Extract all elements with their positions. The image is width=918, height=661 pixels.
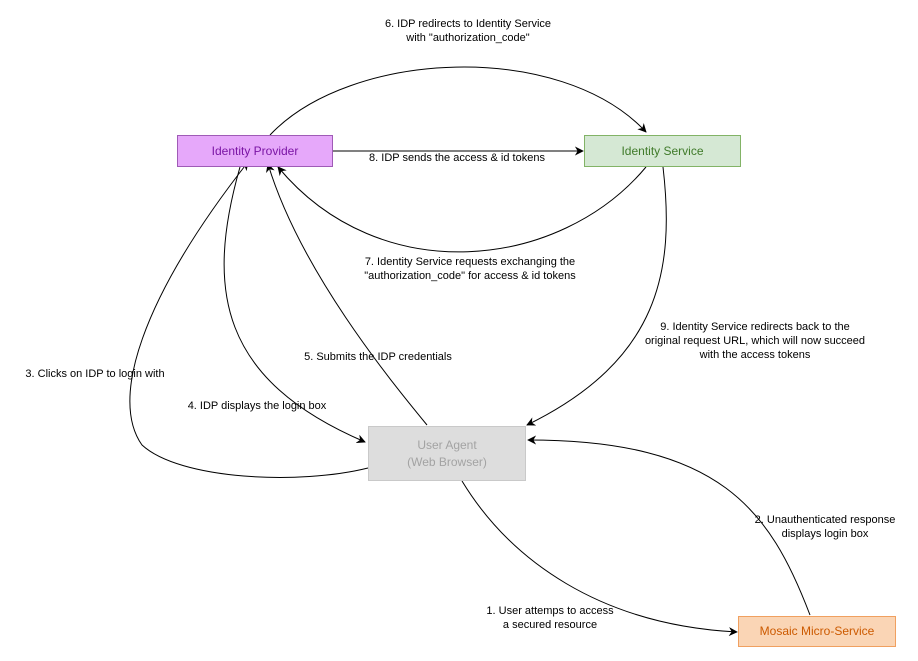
mosaic-micro-service-label: Mosaic Micro-Service <box>759 624 875 638</box>
identity-service-node[interactable]: Identity Service <box>584 135 741 167</box>
edge-4-label: 4. IDP displays the login box <box>187 400 327 412</box>
edge-1-label: 1. User attemps to access a secured reso… <box>486 605 614 631</box>
identity-service-label: Identity Service <box>621 143 704 158</box>
edge-9-label: 9. Identity Service redirects back to th… <box>644 321 866 361</box>
edge-3-arrow <box>129 161 369 478</box>
edge-3-label: 3. Clicks on IDP to login with <box>25 368 165 380</box>
edge-6-label: 6. IDP redirects to Identity Service wit… <box>384 18 552 44</box>
edge-6-arrow <box>269 66 647 136</box>
edge-9-arrow <box>526 166 667 426</box>
edge-8-label: 8. IDP sends the access & id tokens <box>369 152 545 164</box>
identity-provider-label: Identity Provider <box>211 143 299 158</box>
user-agent-sublabel: (Web Browser) <box>407 454 487 469</box>
edge-5-arrow <box>266 163 428 426</box>
edge-7-label: 7. Identity Service requests exchanging … <box>364 256 576 282</box>
edge-1-arrow <box>461 480 738 637</box>
edge-2-arrow <box>527 435 811 616</box>
edge-5-label: 5. Submits the IDP credentials <box>304 351 452 363</box>
user-agent-label: User Agent <box>417 437 477 452</box>
user-agent-node[interactable]: User Agent (Web Browser) <box>368 426 526 481</box>
edge-7-arrow <box>277 166 647 253</box>
edge-2-label: 2. Unauthenticated response displays log… <box>754 514 896 540</box>
identity-provider-node[interactable]: Identity Provider <box>177 135 333 167</box>
mosaic-micro-service-node[interactable]: Mosaic Micro-Service <box>738 616 896 647</box>
edge-4-arrow <box>223 166 366 443</box>
